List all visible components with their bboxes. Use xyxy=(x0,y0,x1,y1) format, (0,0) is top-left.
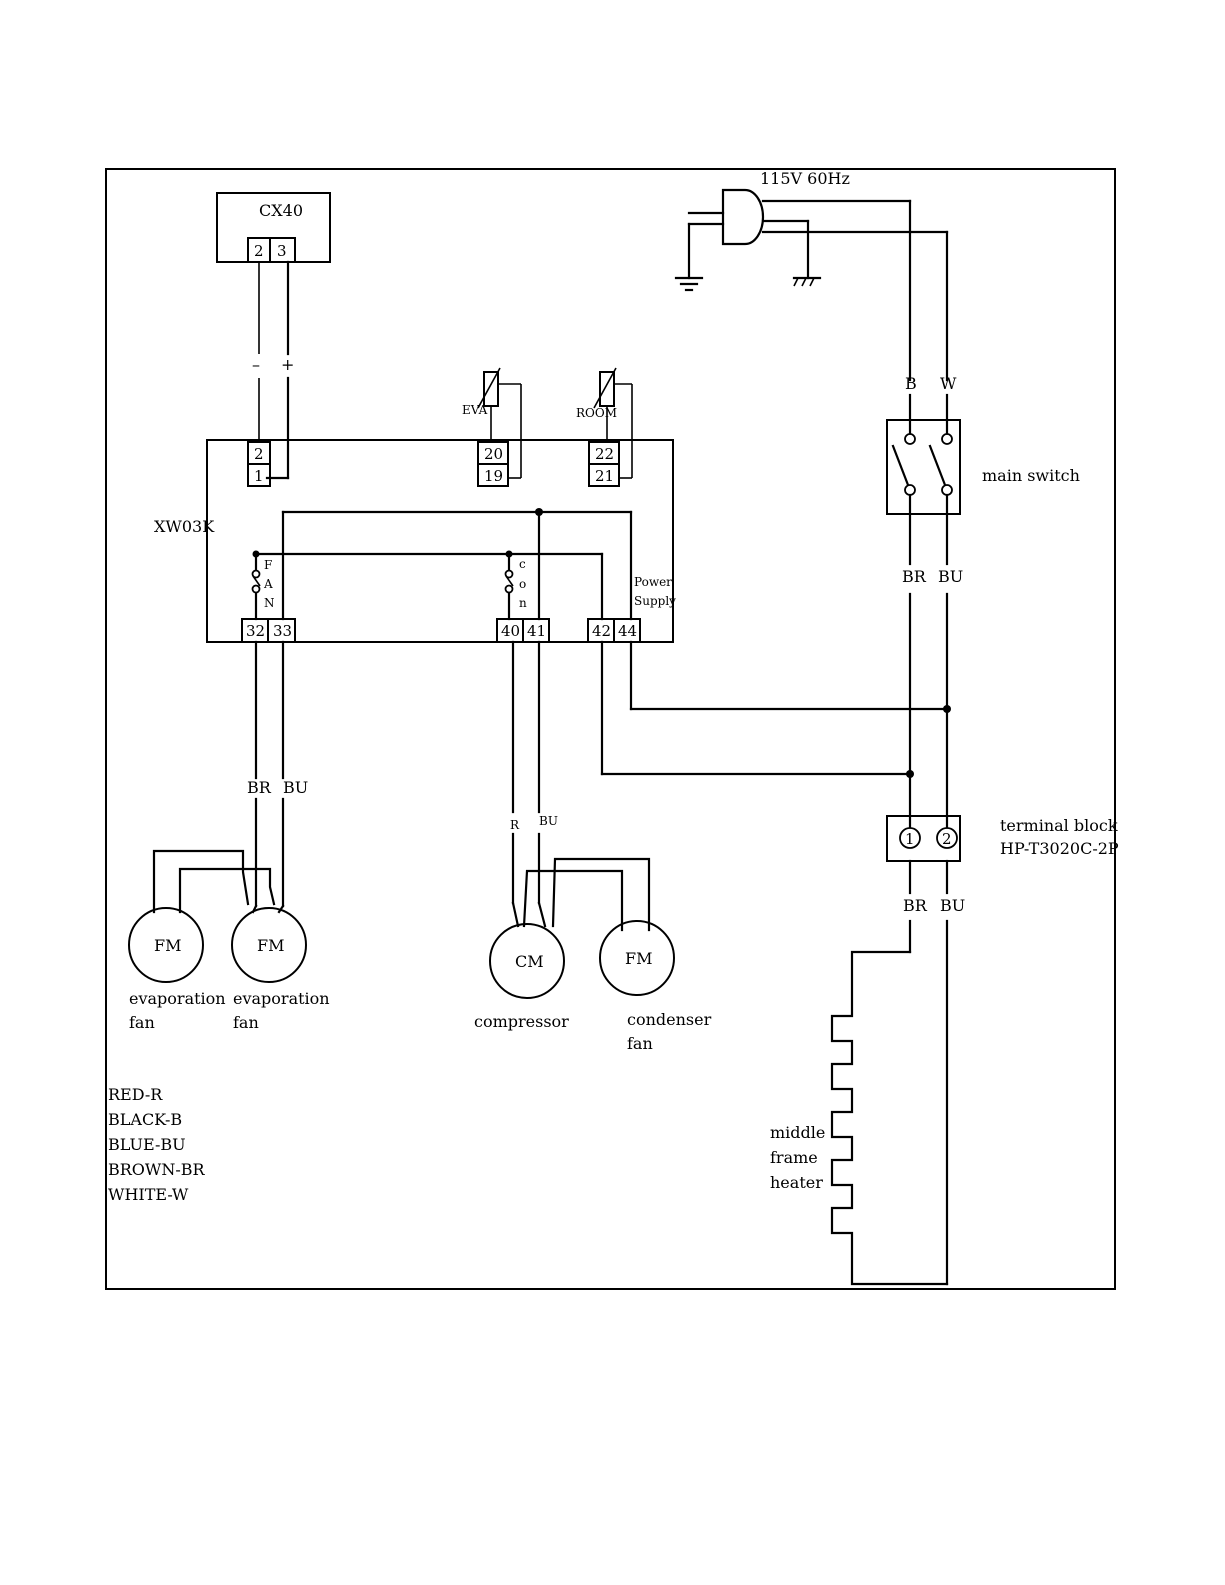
plus-label: + xyxy=(281,355,294,374)
chassis-ground-icon xyxy=(794,278,820,286)
legend-item: BROWN-BR xyxy=(108,1160,206,1179)
switch-in-b-label: B xyxy=(905,374,917,393)
cx40-pin-2: 2 xyxy=(254,242,264,260)
compressor-label: compressor xyxy=(474,1012,569,1031)
legend-item: BLACK-B xyxy=(108,1110,182,1129)
con-letter-o: o xyxy=(519,577,526,591)
fan-letter-n: N xyxy=(264,596,275,610)
ground-icon xyxy=(676,278,702,290)
condenser-fan-symbol: FM xyxy=(625,949,652,968)
evap-fan-1-label-1: evaporation xyxy=(129,989,226,1008)
terminal-40: 40 xyxy=(501,622,520,640)
diagram-frame xyxy=(106,169,1115,1289)
fan-wire-bu-label: BU xyxy=(283,778,308,797)
con-letter-c: c xyxy=(519,557,526,571)
main-switch-label: main switch xyxy=(982,466,1080,485)
terminal-32: 32 xyxy=(246,622,265,640)
power-plug xyxy=(689,190,947,278)
fan-wire-br-label: BR xyxy=(247,778,272,797)
heater-label-3: heater xyxy=(770,1173,823,1192)
fan-letter-f: F xyxy=(264,558,272,572)
terminal-20: 20 xyxy=(484,445,503,463)
controller-label: XW03K xyxy=(154,517,215,536)
power-supply-label-1: Power xyxy=(634,575,672,589)
terminal-block-pin-2: 2 xyxy=(942,830,952,848)
legend-item: WHITE-W xyxy=(108,1185,189,1204)
terminal-block-label: terminal block xyxy=(1000,816,1118,835)
switch-out-bu-label: BU xyxy=(938,567,963,586)
fan-letter-a: A xyxy=(263,577,273,591)
con-letter-n: n xyxy=(519,596,527,610)
minus-label: – xyxy=(252,355,260,374)
compressor-symbol: CM xyxy=(515,952,544,971)
evap-fan-2-label-2: fan xyxy=(233,1013,259,1032)
cx40-label: CX40 xyxy=(259,201,303,220)
condenser-fan-label-1: condenser xyxy=(627,1010,712,1029)
switch-out-br-label: BR xyxy=(902,567,927,586)
color-legend: RED-R BLACK-B BLUE-BU BROWN-BR WHITE-W xyxy=(108,1085,206,1204)
main-switch-contacts xyxy=(893,420,952,514)
evap-fan-2-symbol: FM xyxy=(257,936,284,955)
terminal-out-bu-label: BU xyxy=(940,896,965,915)
terminal-block-pin-1: 1 xyxy=(905,830,915,848)
evap-fan-2-label-1: evaporation xyxy=(233,989,330,1008)
terminal-42: 42 xyxy=(592,622,611,640)
compressor-relay-contact xyxy=(506,554,514,619)
cx40-pin-3: 3 xyxy=(277,242,287,260)
condenser-fan-label-2: fan xyxy=(627,1034,653,1053)
comp-wire-r-label: R xyxy=(510,818,520,832)
eva-label: EVA xyxy=(462,403,488,417)
comp-wire-bu-label: BU xyxy=(539,814,558,828)
fan-relay-contact xyxy=(253,554,261,619)
evap-fan-1-symbol: FM xyxy=(154,936,181,955)
terminal-22: 22 xyxy=(595,445,614,463)
power-supply-label-2: Supply xyxy=(634,594,676,608)
terminal-44: 44 xyxy=(618,622,637,640)
room-label: ROOM xyxy=(576,406,617,420)
terminal-41: 41 xyxy=(527,622,546,640)
terminal-21: 21 xyxy=(595,467,614,485)
evap-fan-1-label-2: fan xyxy=(129,1013,155,1032)
heater-icon xyxy=(832,952,947,1284)
terminal-2: 2 xyxy=(254,445,264,463)
legend-item: BLUE-BU xyxy=(108,1135,186,1154)
terminal-block-model: HP-T3020C-2P xyxy=(1000,839,1119,858)
legend-item: RED-R xyxy=(108,1085,163,1104)
supply-label: 115V 60Hz xyxy=(760,169,850,188)
terminal-19: 19 xyxy=(484,467,503,485)
heater-label-2: frame xyxy=(770,1148,818,1167)
heater-label-1: middle xyxy=(770,1123,825,1142)
terminal-out-br-label: BR xyxy=(903,896,928,915)
switch-in-w-label: W xyxy=(940,374,957,393)
terminal-1: 1 xyxy=(254,467,264,485)
terminal-33: 33 xyxy=(273,622,292,640)
